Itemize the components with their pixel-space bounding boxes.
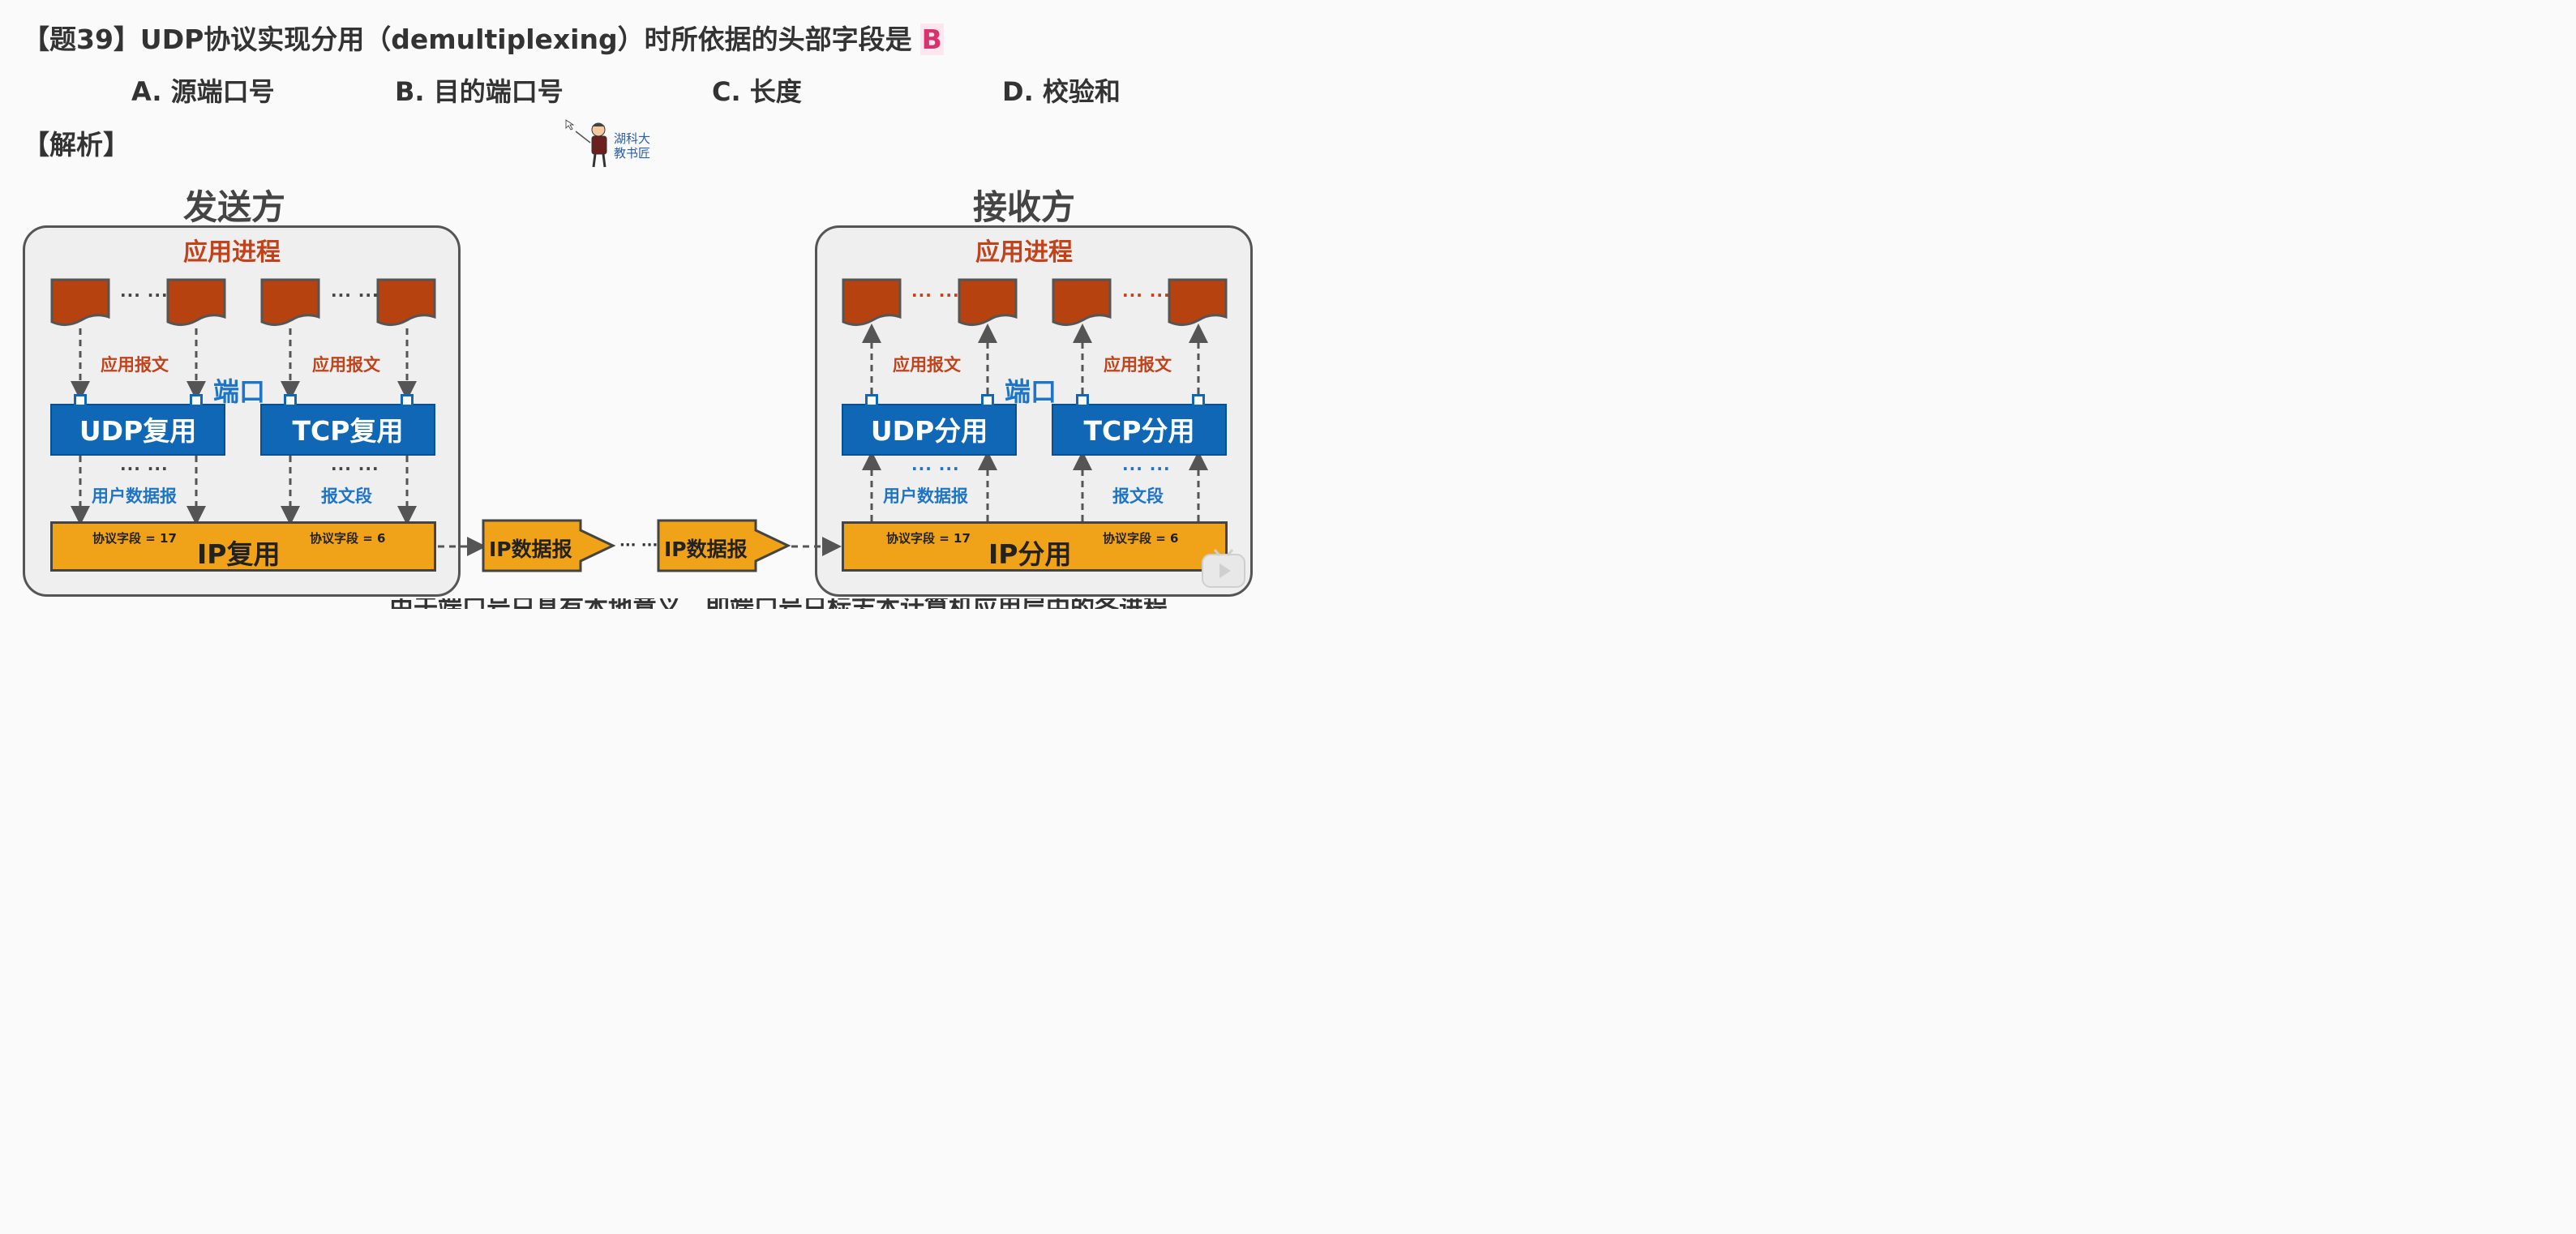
question-text: 【题39】UDP协议实现分用（demultiplexing）时所依据的头部字段是… (23, 18, 944, 57)
receiver-dots-udp-lower: ··· ··· (911, 459, 960, 478)
process-doc-icon (1052, 278, 1112, 326)
teacher-name-line1: 湖科大 (614, 131, 651, 146)
process-doc-icon (260, 278, 320, 326)
sender-app-msg-tcp: 应用报文 (312, 355, 380, 375)
sender-app-process-title: 应用进程 (183, 238, 281, 267)
receiver-app-msg-udp: 应用报文 (893, 355, 961, 375)
port-square (1192, 394, 1205, 407)
process-doc-icon (958, 278, 1018, 326)
receiver-proto-tcp: 协议字段 = 6 (1103, 531, 1179, 546)
connector-lines (71, 323, 1208, 556)
ip-datagram-label-2: IP数据报 (664, 538, 748, 561)
option-a[interactable]: A. 源端口号 (131, 76, 275, 107)
port-square (981, 394, 994, 407)
bottom-caption: 由于端口号只具有本地意义，即端口号只标志本计算机应用层中的各进程 (389, 598, 1168, 609)
teacher-name: 湖科大教书匠 (614, 131, 650, 161)
port-square (284, 394, 297, 407)
play-icon[interactable] (1200, 548, 1247, 589)
udp-demux-box: UDP分用 (842, 404, 1017, 456)
ip-datagram-arrow (657, 519, 791, 572)
ip-datagram-arrow (482, 519, 616, 572)
process-doc-icon (376, 278, 436, 326)
port-square (1076, 394, 1089, 407)
process-doc-icon (1168, 278, 1228, 326)
sender-port-label: 端口 (213, 376, 266, 407)
sender-dots-tcp-lower: ··· ··· (331, 459, 379, 478)
sender-app-msg-udp: 应用报文 (101, 355, 169, 375)
sender-ip-label: IP复用 (197, 538, 281, 570)
port-square (865, 394, 878, 407)
option-b[interactable]: B. 目的端口号 (395, 76, 564, 107)
process-doc-icon (166, 278, 226, 326)
sender-proto-tcp: 协议字段 = 6 (310, 531, 386, 546)
ip-demux-bar (842, 521, 1228, 572)
tcp-demux-box: TCP分用 (1052, 404, 1227, 456)
ip-mux-bar (50, 521, 436, 572)
receiver-dots-tcp: ··· ··· (1122, 285, 1171, 305)
sender-udp-unit: 用户数据报 (92, 486, 177, 506)
sender-proto-udp: 协议字段 = 17 (92, 531, 177, 546)
receiver-dots-tcp-lower: ··· ··· (1122, 459, 1171, 478)
sender-dots-tcp: ··· ··· (331, 285, 379, 305)
receiver-udp-unit: 用户数据报 (883, 486, 968, 506)
question-stem: 【题39】UDP协议实现分用（demultiplexing）时所依据的头部字段是 (23, 24, 912, 55)
receiver-app-process-title: 应用进程 (975, 238, 1073, 267)
answer-badge: B (919, 24, 944, 55)
receiver-title: 接收方 (973, 187, 1076, 227)
receiver-dots-udp: ··· ··· (911, 285, 960, 305)
teacher-avatar-icon (565, 119, 607, 168)
tcp-mux-box: TCP复用 (260, 404, 435, 456)
teacher-name-line2: 教书匠 (614, 146, 651, 161)
sender-dots-udp-lower: ··· ··· (120, 459, 169, 478)
sender-tcp-unit: 报文段 (321, 486, 372, 506)
port-square (74, 394, 87, 407)
receiver-proto-udp: 协议字段 = 17 (886, 531, 971, 546)
receiver-ip-label: IP分用 (988, 538, 1072, 570)
receiver-tcp-unit: 报文段 (1112, 486, 1164, 506)
udp-mux-box: UDP复用 (50, 404, 225, 456)
port-square (401, 394, 414, 407)
analysis-label: 【解析】 (23, 129, 130, 161)
receiver-port-label: 端口 (1005, 376, 1057, 407)
port-square (190, 394, 203, 407)
transit-dots: ··· ··· (619, 537, 658, 554)
sender-title: 发送方 (183, 187, 286, 227)
process-doc-icon (842, 278, 902, 326)
option-c[interactable]: C. 长度 (712, 76, 802, 107)
process-doc-icon (50, 278, 110, 326)
ip-datagram-label-1: IP数据报 (489, 538, 572, 561)
sender-dots-udp: ··· ··· (120, 285, 169, 305)
receiver-app-msg-tcp: 应用报文 (1104, 355, 1172, 375)
option-d[interactable]: D. 校验和 (1002, 76, 1121, 107)
